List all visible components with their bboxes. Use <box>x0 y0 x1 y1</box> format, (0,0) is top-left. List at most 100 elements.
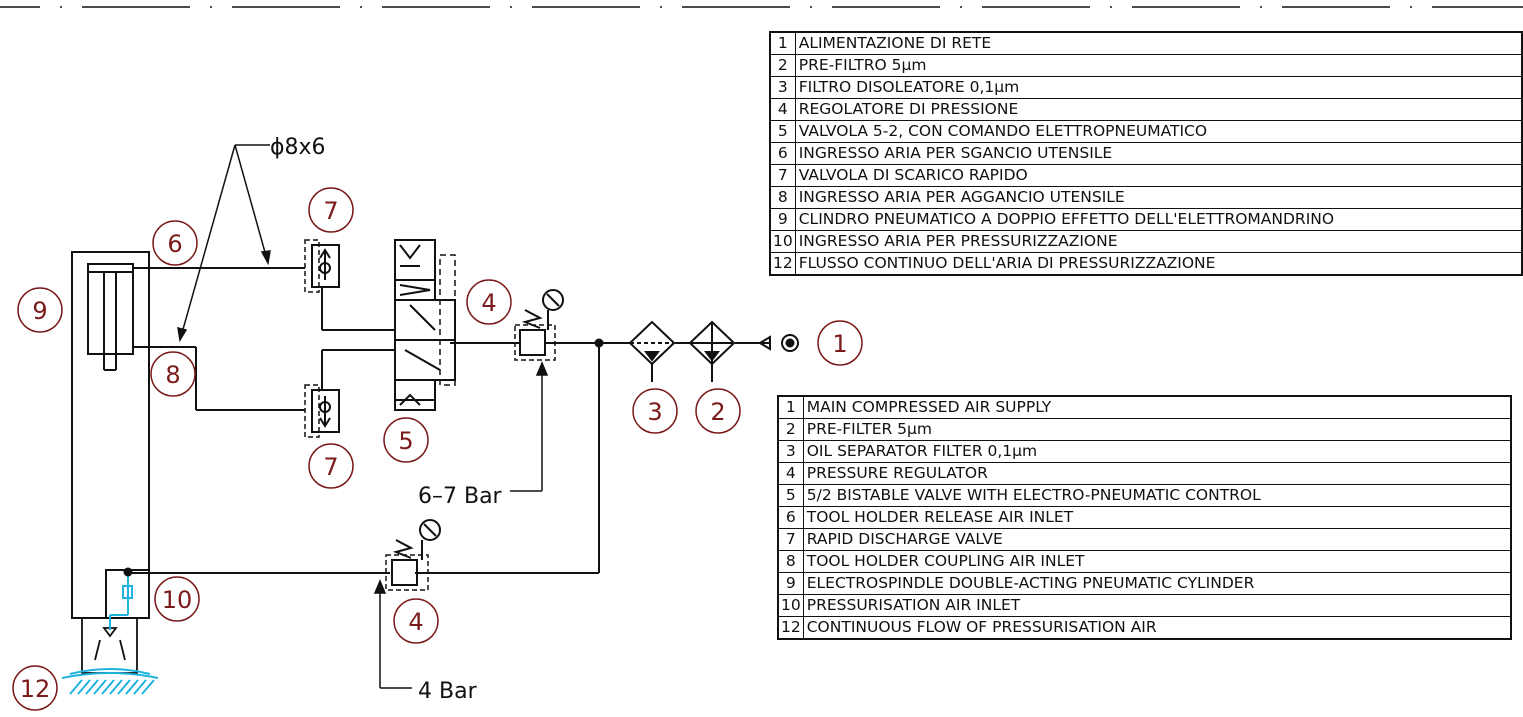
balloon-12: 12 <box>12 665 58 711</box>
legend-text: INGRESSO ARIA PER PRESSURIZZAZIONE <box>794 230 1523 253</box>
balloon-5: 5 <box>383 417 429 463</box>
legend-text: PRESSURISATION AIR INLET <box>802 594 1512 617</box>
legend-text: OIL SEPARATOR FILTER 0,1µm <box>802 440 1512 463</box>
svg-text:12: 12 <box>20 675 51 703</box>
oil-separator-filter <box>628 320 676 382</box>
legend-text: CONTINUOUS FLOW OF PRESSURISATION AIR <box>802 616 1512 640</box>
legend-num: 12 <box>777 616 804 640</box>
legend-num: 6 <box>769 142 796 165</box>
regulator-aux <box>385 519 441 591</box>
legend-text: INGRESSO ARIA PER SGANCIO UTENSILE <box>794 142 1523 165</box>
legend-text: ALIMENTAZIONE DI RETE <box>794 31 1523 55</box>
svg-text:1: 1 <box>832 330 847 358</box>
svg-text:6: 6 <box>167 230 182 258</box>
electrospindle-body <box>71 251 150 619</box>
svg-text:7: 7 <box>323 453 338 481</box>
regulator-main <box>514 289 564 361</box>
legend-num: 5 <box>769 120 796 143</box>
legend-num: 9 <box>769 208 796 231</box>
legend-text: TOOL HOLDER COUPLING AIR INLET <box>802 550 1512 573</box>
balloon-1: 1 <box>817 320 863 366</box>
legend-text: FILTRO DISOLEATORE 0,1µm <box>794 76 1523 99</box>
svg-text:3: 3 <box>647 398 662 426</box>
pressure-aux-label: 4 Bar <box>418 679 478 704</box>
legend-num: 2 <box>769 54 796 77</box>
legend-num: 10 <box>777 594 804 617</box>
valve-5-2 <box>394 239 456 411</box>
legend-text: PRESSURE REGULATOR <box>802 462 1512 485</box>
air-supply-symbol <box>758 334 799 352</box>
balloon-6: 6 <box>152 220 198 266</box>
legend-text: MAIN COMPRESSED AIR SUPPLY <box>802 395 1512 419</box>
legend-text: VALVOLA 5-2, CON COMANDO ELETTROPNEUMATI… <box>794 120 1523 143</box>
legend-text: PRE-FILTRO 5µm <box>794 54 1523 77</box>
legend-text: RAPID DISCHARGE VALVE <box>802 528 1512 551</box>
dimension-label: ϕ8x6 <box>270 135 326 160</box>
legend-num: 9 <box>777 572 804 595</box>
balloon-2: 2 <box>695 388 741 434</box>
legend-text: ELECTROSPINDLE DOUBLE-ACTING PNEUMATIC C… <box>802 572 1512 595</box>
legend-text: 5/2 BISTABLE VALVE WITH ELECTRO-PNEUMATI… <box>802 484 1512 507</box>
legend-text: CLINDRO PNEUMATICO A DOPPIO EFFETTO DELL… <box>794 208 1523 231</box>
legend-text: TOOL HOLDER RELEASE AIR INLET <box>802 506 1512 529</box>
discharge-valve-top <box>304 239 340 293</box>
balloons: 1 2 3 4 5 6 7 7 8 9 10 4 12 <box>12 187 863 711</box>
legend-num: 2 <box>777 418 804 441</box>
svg-text:2: 2 <box>710 398 725 426</box>
prefilter <box>688 320 736 382</box>
air-lines <box>128 267 770 574</box>
balloon-3: 3 <box>632 388 678 434</box>
legend-text: FLUSSO CONTINUO DELL'ARIA DI PRESSURIZZA… <box>794 252 1523 276</box>
balloon-4-aux: 4 <box>393 598 439 644</box>
legend-num: 1 <box>769 31 796 55</box>
balloon-10: 10 <box>154 576 200 622</box>
legend-text: VALVOLA DI SCARICO RAPIDO <box>794 164 1523 187</box>
legend-num: 12 <box>769 252 796 276</box>
svg-text:7: 7 <box>323 197 338 225</box>
legend-text: INGRESSO ARIA PER AGGANCIO UTENSILE <box>794 186 1523 209</box>
pressure-main-label: 6–7 Bar <box>418 484 503 509</box>
legend-text: REGOLATORE DI PRESSIONE <box>794 98 1523 121</box>
balloon-7-bottom: 7 <box>308 443 354 489</box>
legend-num: 4 <box>777 462 804 485</box>
balloon-4-main: 4 <box>466 279 512 325</box>
pressurisation-flow <box>61 572 159 695</box>
legend-num: 4 <box>769 98 796 121</box>
discharge-valve-bottom <box>304 384 340 438</box>
svg-text:4: 4 <box>481 289 496 317</box>
legend-num: 3 <box>777 440 804 463</box>
svg-text:8: 8 <box>165 361 180 389</box>
svg-text:4: 4 <box>408 608 423 636</box>
svg-text:10: 10 <box>162 586 193 614</box>
legend-num: 7 <box>769 164 796 187</box>
balloon-7-top: 7 <box>308 187 354 233</box>
legend-num: 3 <box>769 76 796 99</box>
svg-text:5: 5 <box>398 427 413 455</box>
legend-num: 1 <box>777 395 804 419</box>
svg-text:9: 9 <box>32 297 47 325</box>
legend-num: 8 <box>777 550 804 573</box>
leaders <box>177 144 549 689</box>
